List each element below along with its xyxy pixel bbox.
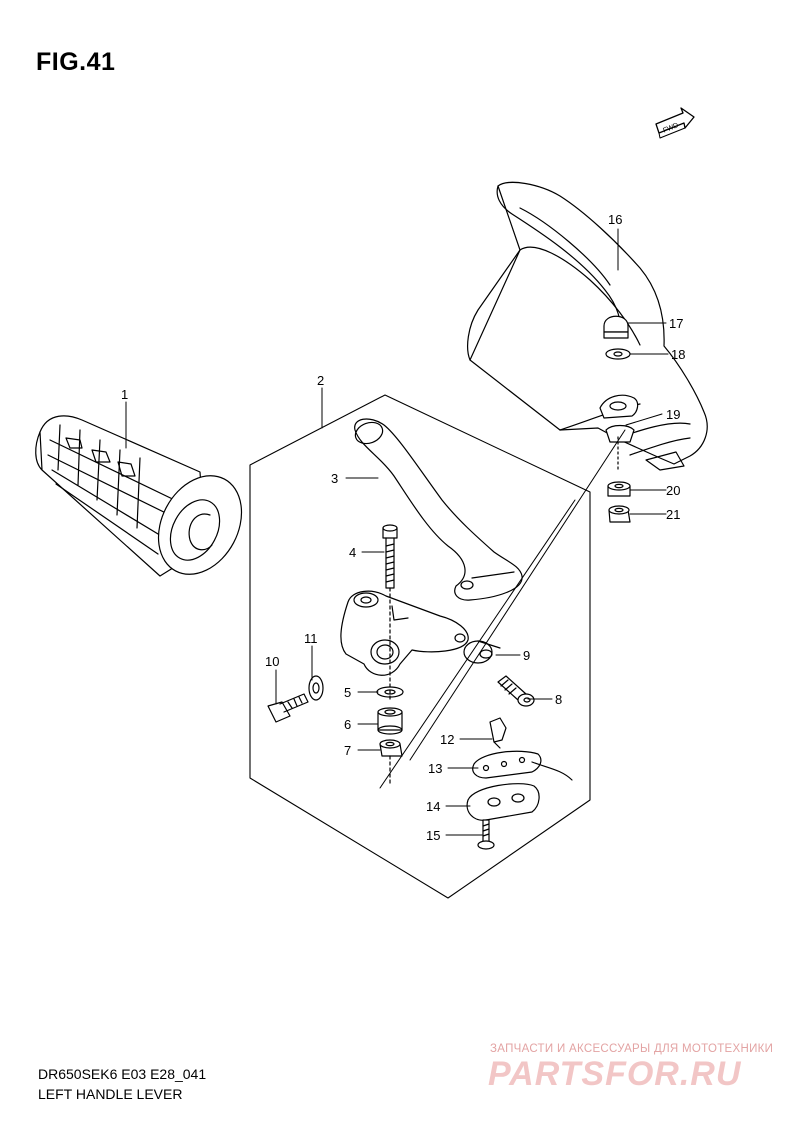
callout-12: 12 — [440, 732, 454, 747]
diagram-title: LEFT HANDLE LEVER — [38, 1086, 183, 1102]
handlebar-grip — [35, 415, 243, 577]
callout-20: 20 — [666, 483, 680, 498]
callout-19: 19 — [666, 407, 680, 422]
callout-15: 15 — [426, 828, 440, 843]
callout-4: 4 — [349, 545, 356, 560]
callout-11: 11 — [304, 631, 318, 646]
switch-body — [489, 717, 507, 749]
pivot-nut — [379, 739, 403, 757]
hand-guard — [467, 181, 708, 471]
switch-cover — [466, 783, 540, 821]
diagram-code: DR650SEK6 E03 E28_041 — [38, 1066, 207, 1082]
washer-nut — [607, 481, 631, 497]
callout-9: 9 — [523, 648, 530, 663]
clamp-bolt — [267, 693, 309, 723]
figure-title: FIG.41 — [36, 48, 116, 76]
switch-plate — [472, 750, 573, 781]
callout-14: 14 — [426, 799, 440, 814]
callout-6: 6 — [344, 717, 351, 732]
callout-17: 17 — [669, 316, 683, 331]
cable-adjuster — [463, 640, 501, 664]
clamp-washer — [308, 675, 324, 701]
watermark-tagline: ЗАПЧАСТИ И АКСЕССУАРЫ ДЛЯ МОТОТЕХНИКИ — [490, 1043, 774, 1055]
callout-13: 13 — [428, 761, 442, 776]
callout-2: 2 — [317, 373, 324, 388]
callout-16: 16 — [608, 212, 622, 227]
adjuster-bolt — [497, 675, 535, 707]
callout-5: 5 — [344, 685, 351, 700]
callout-21: 21 — [666, 507, 680, 522]
pivot-bolt — [382, 524, 398, 589]
fwd-arrow-icon: FWD — [655, 107, 695, 139]
washer — [605, 348, 631, 360]
callout-numbers: 1 2 3 4 5 6 7 8 9 10 11 12 13 14 15 16 1… — [121, 212, 685, 843]
pivot-bushing — [377, 707, 403, 735]
switch-screw — [477, 819, 495, 850]
cap-nut — [603, 315, 629, 339]
callout-18: 18 — [671, 347, 685, 362]
callout-7: 7 — [344, 743, 351, 758]
leader-lines — [125, 228, 669, 836]
lever-holder — [340, 590, 469, 676]
nut — [608, 505, 631, 523]
clutch-lever — [354, 418, 523, 601]
callout-1: 1 — [121, 387, 128, 402]
callout-3: 3 — [331, 471, 338, 486]
callout-8: 8 — [555, 692, 562, 707]
watermark-logo: PARTSFOR.RU — [488, 1055, 742, 1093]
callout-10: 10 — [265, 654, 279, 669]
assembly-outline — [249, 394, 591, 899]
